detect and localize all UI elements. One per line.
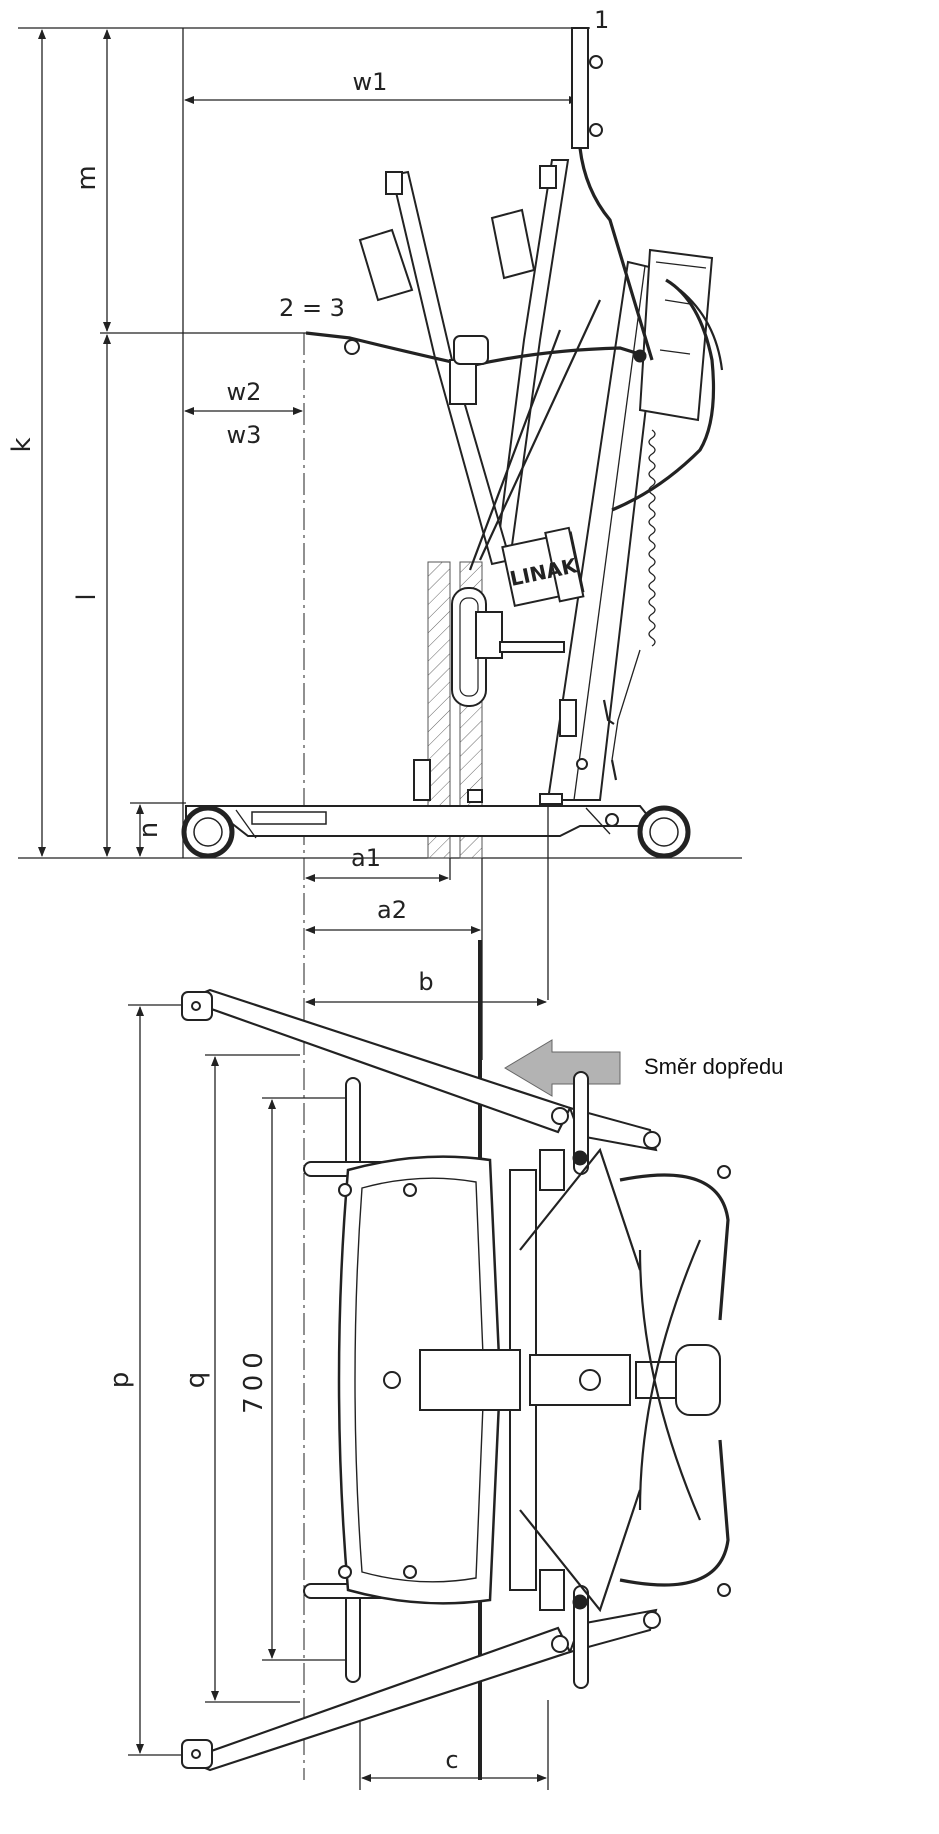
label-w2: w2 <box>227 378 262 406</box>
label-p: p <box>105 1372 135 1389</box>
label-a1: a1 <box>351 844 381 872</box>
forward-direction: Směr dopředu <box>504 1039 783 1097</box>
label-q: q <box>181 1372 211 1389</box>
label-point-2-3: 2 = 3 <box>279 294 345 322</box>
label-w1: w1 <box>353 68 388 96</box>
label-k: k <box>7 437 37 452</box>
label-b: b <box>418 968 433 996</box>
forward-arrow-icon <box>504 1039 621 1097</box>
label-c: c <box>445 1746 458 1774</box>
top-view: p q 700 c <box>105 940 731 1790</box>
label-a2: a2 <box>377 896 407 924</box>
lifter-side-drawing: LINAK <box>181 27 724 859</box>
label-w3: w3 <box>227 421 262 449</box>
label-n: n <box>134 822 164 838</box>
label-l: l <box>72 593 102 600</box>
side-view: k m l n w1 w2 w3 1 2 = 3 <box>7 6 742 1780</box>
direction-label: Směr dopředu <box>644 1054 783 1079</box>
horizontal-dimensions: a1 a2 b <box>305 806 549 1060</box>
label-point-1: 1 <box>594 6 609 34</box>
label-700: 700 <box>239 1346 269 1414</box>
knee-area-front <box>427 561 451 859</box>
label-m: m <box>72 165 102 190</box>
lifter-top-drawing <box>181 988 731 1772</box>
